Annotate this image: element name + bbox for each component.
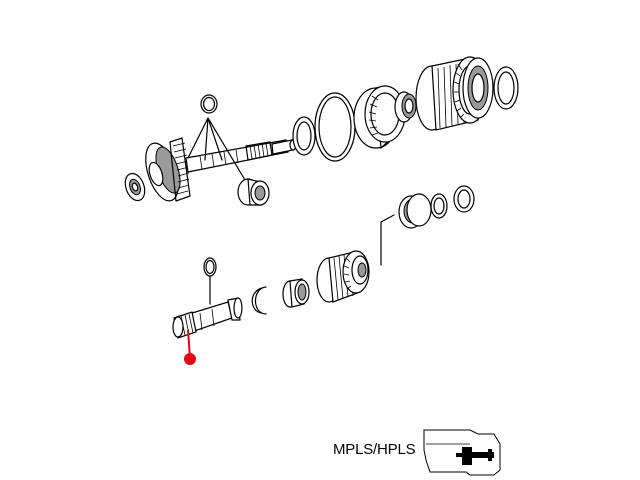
snap-ring-lower[interactable] (203, 257, 217, 277)
needle-bearing-left[interactable] (122, 171, 148, 203)
sun-gear[interactable] (316, 250, 370, 303)
retaining-ring[interactable] (251, 286, 267, 315)
middle-right-group (380, 185, 475, 266)
needle-bearing-upper[interactable] (394, 91, 417, 123)
callout-lines (187, 117, 246, 181)
transmission-icon (423, 429, 501, 476)
thrust-washer[interactable] (292, 116, 316, 156)
ring-gear[interactable] (353, 85, 406, 150)
clutch-drum[interactable] (415, 56, 494, 131)
ball-bearing-right[interactable] (398, 193, 432, 229)
snap-ring-right-b[interactable] (453, 185, 475, 213)
washer-right-a[interactable] (430, 193, 448, 219)
highlight-marker[interactable] (184, 329, 196, 365)
output-shaft[interactable] (172, 297, 243, 339)
upper-assembly (122, 56, 519, 206)
main-shaft-with-carrier[interactable] (139, 137, 297, 205)
snap-ring-small[interactable] (200, 94, 218, 114)
bearing-sleeve[interactable] (282, 278, 310, 308)
needle-bearing-center[interactable] (237, 178, 270, 206)
lower-assembly (172, 250, 370, 365)
highlight-dot-icon[interactable] (184, 353, 196, 365)
variant-label: MPLS/HPLS (333, 441, 416, 458)
snap-ring-right[interactable] (493, 66, 519, 110)
large-snap-ring[interactable] (314, 92, 356, 162)
